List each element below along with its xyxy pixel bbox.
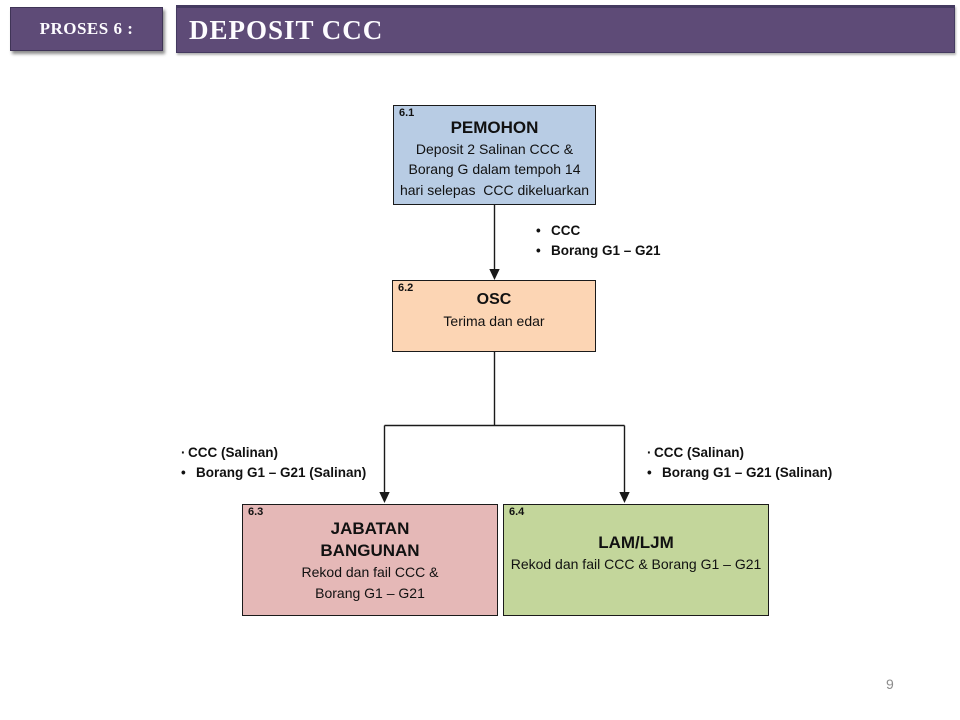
node-jabatan-bangunan: 6.3 JABATAN BANGUNAN Rekod dan fail CCC … [242,504,498,616]
bullet-icon: • [181,465,186,481]
annotation-right-salinan: · CCC (Salinan) • Borang G1 – G21 (Salin… [647,443,832,484]
node-tag: 6.3 [248,506,264,518]
node-tag: 6.2 [398,282,414,294]
process-label-box: PROSES 6 : [10,7,163,51]
slide-title-bar: DEPOSIT CCC [176,5,955,53]
bullet-icon: • [647,465,652,481]
list-item: • CCC [536,221,661,241]
node-body: Deposit 2 Salinan CCC & Borang G dalam t… [399,141,590,198]
list-item-label: Borang G1 – G21 (Salinan) [662,465,833,481]
list-item-label: CCC [551,223,581,238]
node-body: Terima dan edar [443,312,545,329]
page-number: 9 [886,676,894,692]
arrowhead-osc [489,269,500,280]
node-body: Rekod dan fail CCC & Borang G1 – G21 [510,556,762,573]
list-item-label: CCC (Salinan) [188,445,279,460]
list-item: • Borang G1 – G21 [536,241,661,261]
node-title: JABATAN BANGUNAN [320,519,420,561]
bullet-icon: • [536,223,541,238]
bullet-icon: • [536,243,541,259]
bullet-icon: · [181,445,186,460]
node-osc: 6.2 OSC Terima dan edar [392,280,596,352]
node-tag: 6.4 [509,506,525,518]
list-item-label: Borang G1 – G21 (Salinan) [196,465,367,481]
arrowhead-jabatan [379,492,390,503]
list-item: · CCC (Salinan) [181,443,366,463]
annotation-ccc-borang: • CCC • Borang G1 – G21 [536,221,661,262]
list-item: • Borang G1 – G21 (Salinan) [181,463,366,483]
node-lam-ljm: 6.4 LAM/LJM Rekod dan fail CCC & Borang … [503,504,769,616]
bullet-icon: · [647,445,652,460]
list-item-label: CCC (Salinan) [654,445,745,460]
node-body: Rekod dan fail CCC & Borang G1 – G21 [301,564,439,602]
list-item: · CCC (Salinan) [647,443,832,463]
annotation-left-salinan: · CCC (Salinan) • Borang G1 – G21 (Salin… [181,443,366,484]
arrowhead-lam [619,492,630,503]
list-item: • Borang G1 – G21 (Salinan) [647,463,832,483]
list-item-label: Borang G1 – G21 [551,243,661,259]
node-title: PEMOHON [450,118,539,137]
node-title: LAM/LJM [598,533,674,552]
node-pemohon: 6.1 PEMOHON Deposit 2 Salinan CCC & Bora… [393,105,596,205]
node-tag: 6.1 [399,107,415,119]
node-title: OSC [476,291,512,308]
